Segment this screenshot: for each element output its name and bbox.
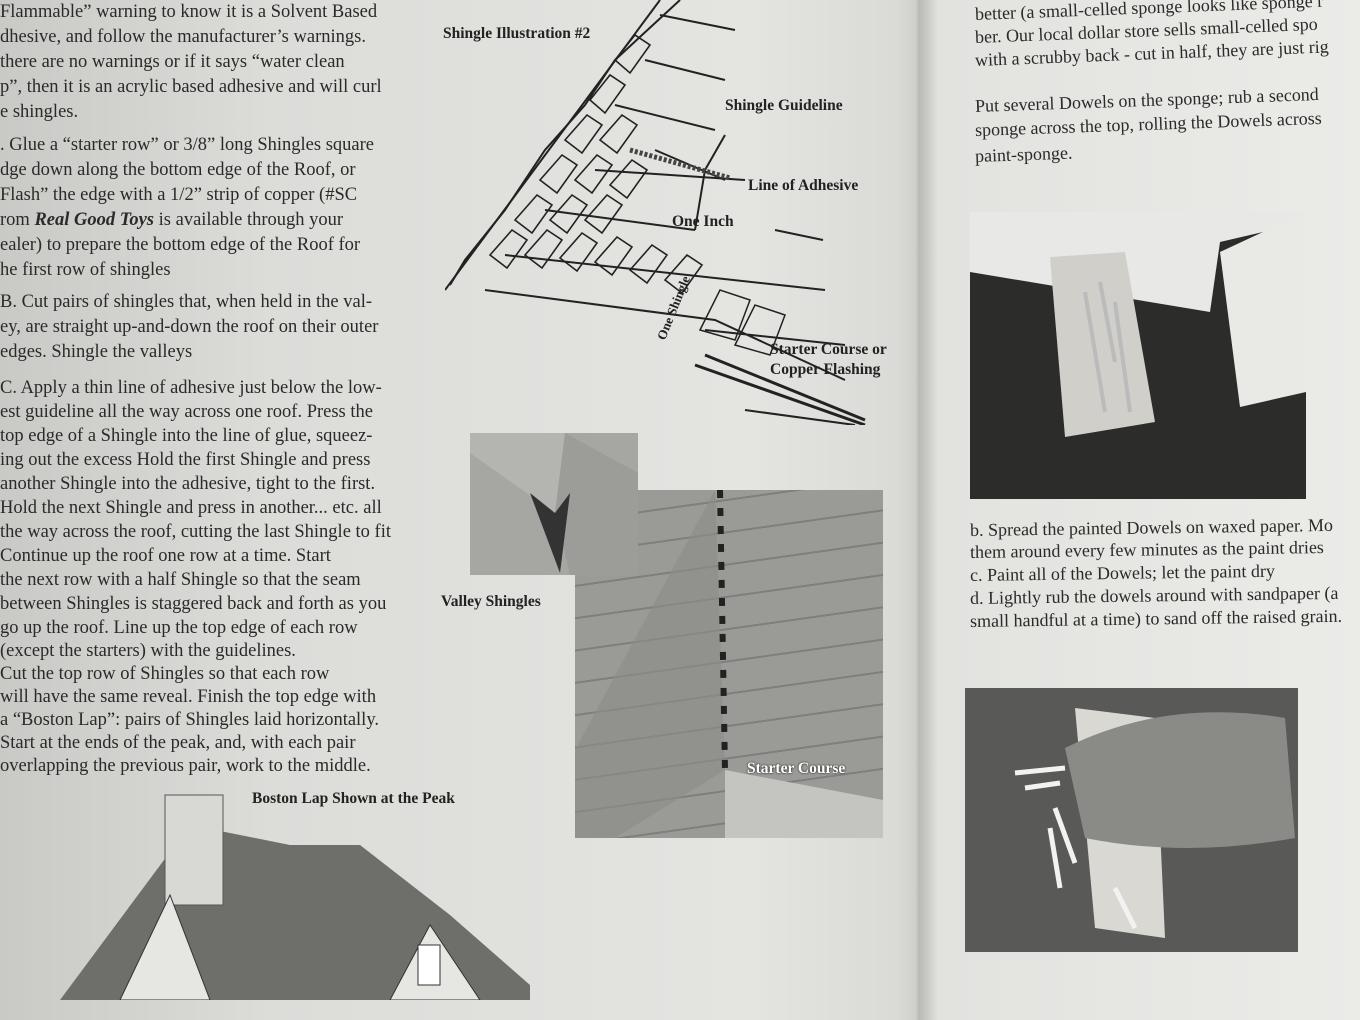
left-text-line: Cut the top row of Shingles so that each… [0,664,330,684]
left-text-line: between Shingles is staggered back and f… [0,594,387,614]
label-boston-lap: Boston Lap Shown at the Peak [252,790,455,807]
left-text-line: ing out the excess Hold the first Shingl… [0,450,371,470]
brand-name: Real Good Toys [34,210,155,230]
shingle-illustration [445,0,895,425]
right-text-line: paint-sponge. [974,142,1073,166]
label-copper-flashing: Copper Flashing [770,361,881,378]
left-text-line: Flash” the edge with a 1/2” strip of cop… [0,185,358,205]
left-text-line: est guideline all the way across one roo… [0,402,373,422]
right-text-line: small handful at a time) to sand off the… [969,605,1343,631]
house-boston-lap-illustration [60,785,530,1000]
label-line-of-adhesive: Line of Adhesive [748,177,859,194]
right-text-line: c. Paint all of the Dowels; let the pain… [969,560,1276,585]
sponge-dowels-photo [970,212,1306,499]
left-text-line: p”, then it is an acrylic based adhesive… [0,77,382,97]
label-valley-shingles: Valley Shingles [441,593,541,610]
left-text-line: dge down along the bottom edge of the Ro… [0,160,356,180]
label-one-inch: One Inch [672,213,734,230]
left-text-line: . Glue a “starter row” or 3/8” long Shin… [0,135,375,155]
left-text-line: Continue up the roof one row at a time. … [0,546,331,566]
left-text-line: top edge of a Shingle into the line of g… [0,426,373,446]
left-text-line: go up the roof. Line up the top edge of … [0,618,358,638]
left-text-line: another Shingle into the adhesive, tight… [0,474,376,494]
left-text-line: ey, are straight up-and-down the roof on… [0,317,379,337]
left-text-line: a “Boston Lap”: pairs of Shingles laid h… [0,710,379,730]
left-text-line: overlapping the previous pair, work to t… [0,756,371,776]
label-starter-course-photo: Starter Course [747,760,846,777]
left-text-line: B. Cut pairs of shingles that, when held… [0,292,372,312]
left-text-line: Flammable” warning to know it is a Solve… [0,2,378,22]
diagram-title: Shingle Illustration #2 [443,25,591,42]
sandpaper-dowels-photo [965,688,1298,952]
left-text-line: dhesive, and follow the manufacturer’s w… [0,27,366,47]
left-text-line: will have the same reveal. Finish the to… [0,687,377,707]
valley-shingles-photo-small [470,433,638,575]
label-starter-course: Starter Course or [770,341,887,358]
left-text-line: the next row with a half Shingle so that… [0,570,361,590]
left-text-line: e shingles. [0,102,79,122]
left-text-line: he first row of shingles [0,260,171,280]
left-text-line: Hold the next Shingle and press in anoth… [0,498,382,518]
left-text-line: ealer) to prepare the bottom edge of the… [0,235,361,255]
left-text-line: C. Apply a thin line of adhesive just be… [0,378,382,398]
left-text-line: there are no warnings or if it says “wat… [0,52,345,72]
left-text-line: Start at the ends of the peak, and, with… [0,733,356,753]
left-text-line: (except the starters) with the guideline… [0,641,296,661]
left-text-line: edges. Shingle the valleys [0,342,193,362]
left-text-line: the way across the roof, cutting the las… [0,522,391,542]
label-shingle-guideline: Shingle Guideline [725,97,843,114]
left-text-line: rom Real Good Toys is available through … [0,210,344,230]
